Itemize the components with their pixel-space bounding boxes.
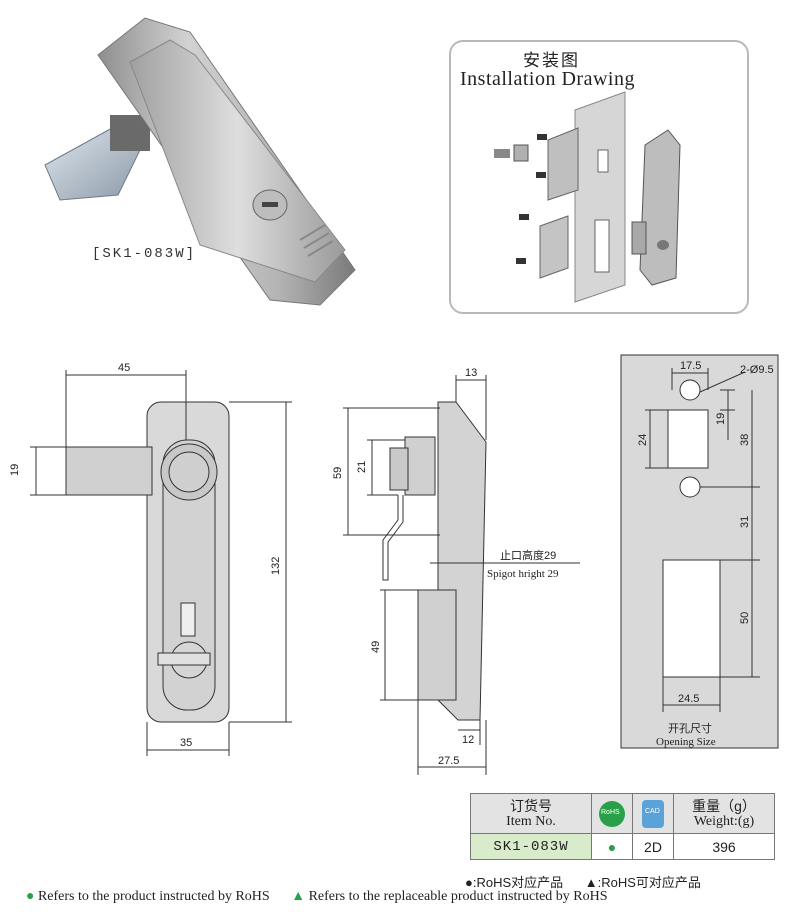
legend-rohs-long: Refers to the product instructed by RoHS — [37, 889, 270, 904]
spigot-label-cn: 止口高度29 — [500, 548, 556, 562]
cad-value-cell: 2D — [632, 833, 674, 860]
installation-title-cn: 安装图 — [523, 51, 580, 70]
product-photo — [44, 17, 356, 306]
header-rohs: RoHS — [591, 793, 633, 834]
dim-cut-31: 31 — [739, 516, 751, 528]
model-caption: [SK1-083W] — [92, 246, 197, 262]
weight-value-cell: 396 — [673, 833, 775, 860]
side-body — [437, 401, 487, 721]
dim-side-59: 59 — [332, 467, 344, 479]
installation-title-en: Installation Drawing — [460, 68, 635, 90]
header-item: 订货号 Item No. — [470, 793, 592, 834]
item-number-cell: SK1-083W — [470, 833, 592, 860]
header-cad: CAD — [632, 793, 674, 834]
dim-cut-hole: 2-Ø9.5 — [740, 364, 774, 376]
side-bottom-block — [417, 589, 457, 701]
front-body-outline — [146, 401, 230, 723]
spigot-label-en: Spigot hright 29 — [487, 568, 559, 580]
legend-rohs-short: ●:RoHS对应产品 — [465, 875, 564, 890]
opening-size-en: Opening Size — [656, 736, 716, 748]
dim-cut-50: 50 — [739, 612, 751, 624]
dim-front-width-top: 45 — [118, 362, 130, 374]
header-item-en: Item No. — [506, 813, 556, 829]
lock-handle — [129, 39, 346, 283]
dim-cut-38: 38 — [739, 434, 751, 446]
opening-size-cn: 开孔尺寸 — [668, 721, 712, 735]
cutout-plate — [620, 354, 779, 749]
dim-cut-24: 24 — [637, 434, 649, 446]
dim-front-total-height: 132 — [270, 557, 282, 575]
cam-shaft — [110, 115, 150, 151]
green-triangle-icon: ▲ — [291, 889, 306, 904]
dim-side-21: 21 — [356, 461, 368, 473]
legend-long: ● Refers to the product instructed by Ro… — [26, 889, 608, 905]
header-item-cn: 订货号 — [510, 797, 552, 814]
cutout-rect-large — [662, 559, 721, 678]
rohs-badge-icon: RoHS — [599, 800, 625, 827]
side-tongue — [382, 495, 404, 581]
dim-side-49: 49 — [370, 641, 382, 653]
cutout-rect-small — [667, 409, 709, 469]
cutout-hole-bottom — [679, 476, 701, 498]
dim-cut-19: 19 — [715, 413, 727, 425]
rohs-mark-cell: ● — [591, 833, 633, 860]
header-weight-en: Weight:(g) — [693, 813, 755, 829]
front-key-cylinder — [170, 641, 208, 679]
legend-replaceable-long: Refers to the replaceable product instru… — [308, 889, 608, 904]
cad-badge-icon: CAD — [642, 799, 664, 828]
side-top-block — [404, 436, 436, 496]
cutout-hole-top — [679, 379, 701, 401]
green-dot-icon: ● — [26, 889, 35, 904]
front-top-circle — [160, 443, 218, 501]
header-weight-cn: 重量（g） — [692, 797, 756, 814]
dim-cut-24-5: 24.5 — [678, 693, 699, 705]
dim-cut-17-5: 17.5 — [680, 360, 701, 372]
header-weight: 重量（g） Weight:(g) — [673, 793, 775, 834]
key-slot-icon — [262, 202, 278, 207]
legend-short: ●:RoHS对应产品 ▲:RoHS可对应产品 — [465, 872, 719, 891]
front-handle-inner — [162, 439, 216, 711]
dim-front-handle-height: 19 — [9, 464, 21, 476]
dim-side-12: 12 — [462, 734, 474, 746]
front-key-slot — [180, 602, 196, 637]
dim-side-top: 13 — [465, 367, 477, 379]
side-cam — [389, 447, 409, 491]
legend-replaceable-short: ▲:RoHS可对应产品 — [584, 875, 701, 890]
front-handle-bar — [65, 446, 153, 496]
dim-side-27-5: 27.5 — [438, 755, 459, 767]
dim-front-width-bottom: 35 — [180, 737, 192, 749]
order-table: 订货号 Item No. RoHS CAD 重量（g） Weight:(g) S… — [470, 793, 775, 860]
